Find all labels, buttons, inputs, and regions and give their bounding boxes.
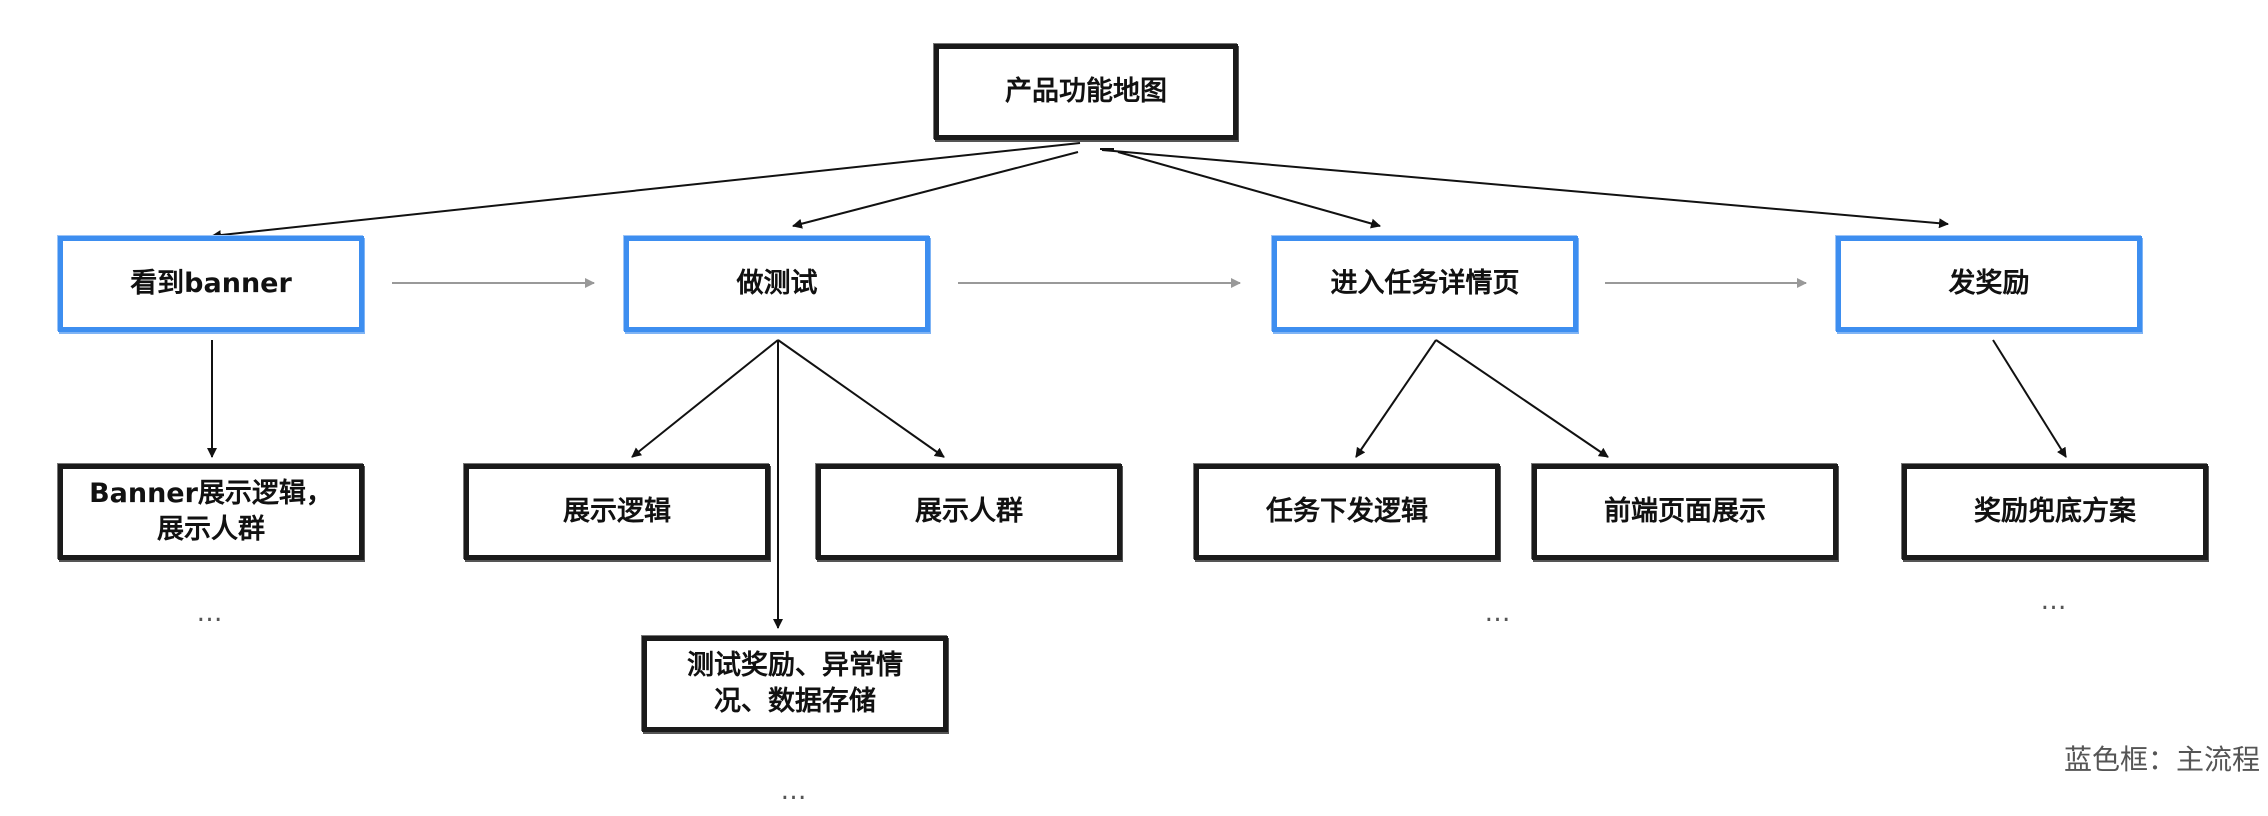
node-reward-fallback-label: 奖励兜底方案 xyxy=(1974,495,2136,527)
ellipsis-reward: … xyxy=(2040,586,2068,616)
node-show-group-label: 展示人群 xyxy=(915,495,1023,527)
node-banner-logic-label: Banner展示逻辑，展示人群 xyxy=(89,477,333,545)
arrow-root-to-see-banner xyxy=(211,142,1081,241)
arrow-do-test-to-show-group xyxy=(777,339,945,458)
node-frontend-page: 前端页面展示 xyxy=(1532,464,1838,560)
node-task-detail-label: 进入任务详情页 xyxy=(1330,267,1520,299)
arrow-task-detail-to-frontend-page xyxy=(1435,339,1609,458)
node-show-logic-label: 展示逻辑 xyxy=(563,495,671,527)
node-test-reward: 测试奖励、异常情况、数据存储 xyxy=(642,636,948,732)
arrow-task-detail-to-task-dispatch xyxy=(1355,339,1437,458)
legend-main-flow: 蓝色框：主流程 xyxy=(2063,743,2260,776)
node-root-label: 产品功能地图 xyxy=(1005,75,1167,107)
node-do-test: 做测试 xyxy=(624,236,930,332)
arrow-root-to-do-test xyxy=(792,151,1079,229)
node-root: 产品功能地图 xyxy=(934,44,1238,140)
node-task-dispatch: 任务下发逻辑 xyxy=(1194,464,1500,560)
node-banner-logic: Banner展示逻辑，展示人群 xyxy=(58,464,364,560)
node-see-banner: 看到banner xyxy=(58,236,364,332)
node-show-group: 展示人群 xyxy=(816,464,1122,560)
node-task-detail: 进入任务详情页 xyxy=(1272,236,1578,332)
ellipsis-test: … xyxy=(780,776,808,806)
node-see-banner-label: 看到banner xyxy=(130,267,292,299)
node-show-logic: 展示逻辑 xyxy=(464,464,770,560)
ellipsis-task: … xyxy=(1484,598,1512,628)
node-send-reward-label: 发奖励 xyxy=(1948,267,2030,299)
node-reward-fallback: 奖励兜底方案 xyxy=(1902,464,2208,560)
node-do-test-label: 做测试 xyxy=(736,267,818,299)
node-send-reward: 发奖励 xyxy=(1836,236,2142,332)
arrow-root-to-task-detail xyxy=(1117,151,1381,229)
arrow-root-to-send-reward xyxy=(1101,149,1949,229)
node-task-dispatch-label: 任务下发逻辑 xyxy=(1266,495,1428,527)
ellipsis-banner: … xyxy=(196,598,224,628)
node-frontend-page-label: 前端页面展示 xyxy=(1604,495,1766,527)
node-test-reward-label: 测试奖励、异常情况、数据存储 xyxy=(687,649,903,717)
arrow-do-test-to-show-logic xyxy=(631,339,779,458)
arrow-send-reward-to-reward-fallback xyxy=(1992,339,2067,458)
